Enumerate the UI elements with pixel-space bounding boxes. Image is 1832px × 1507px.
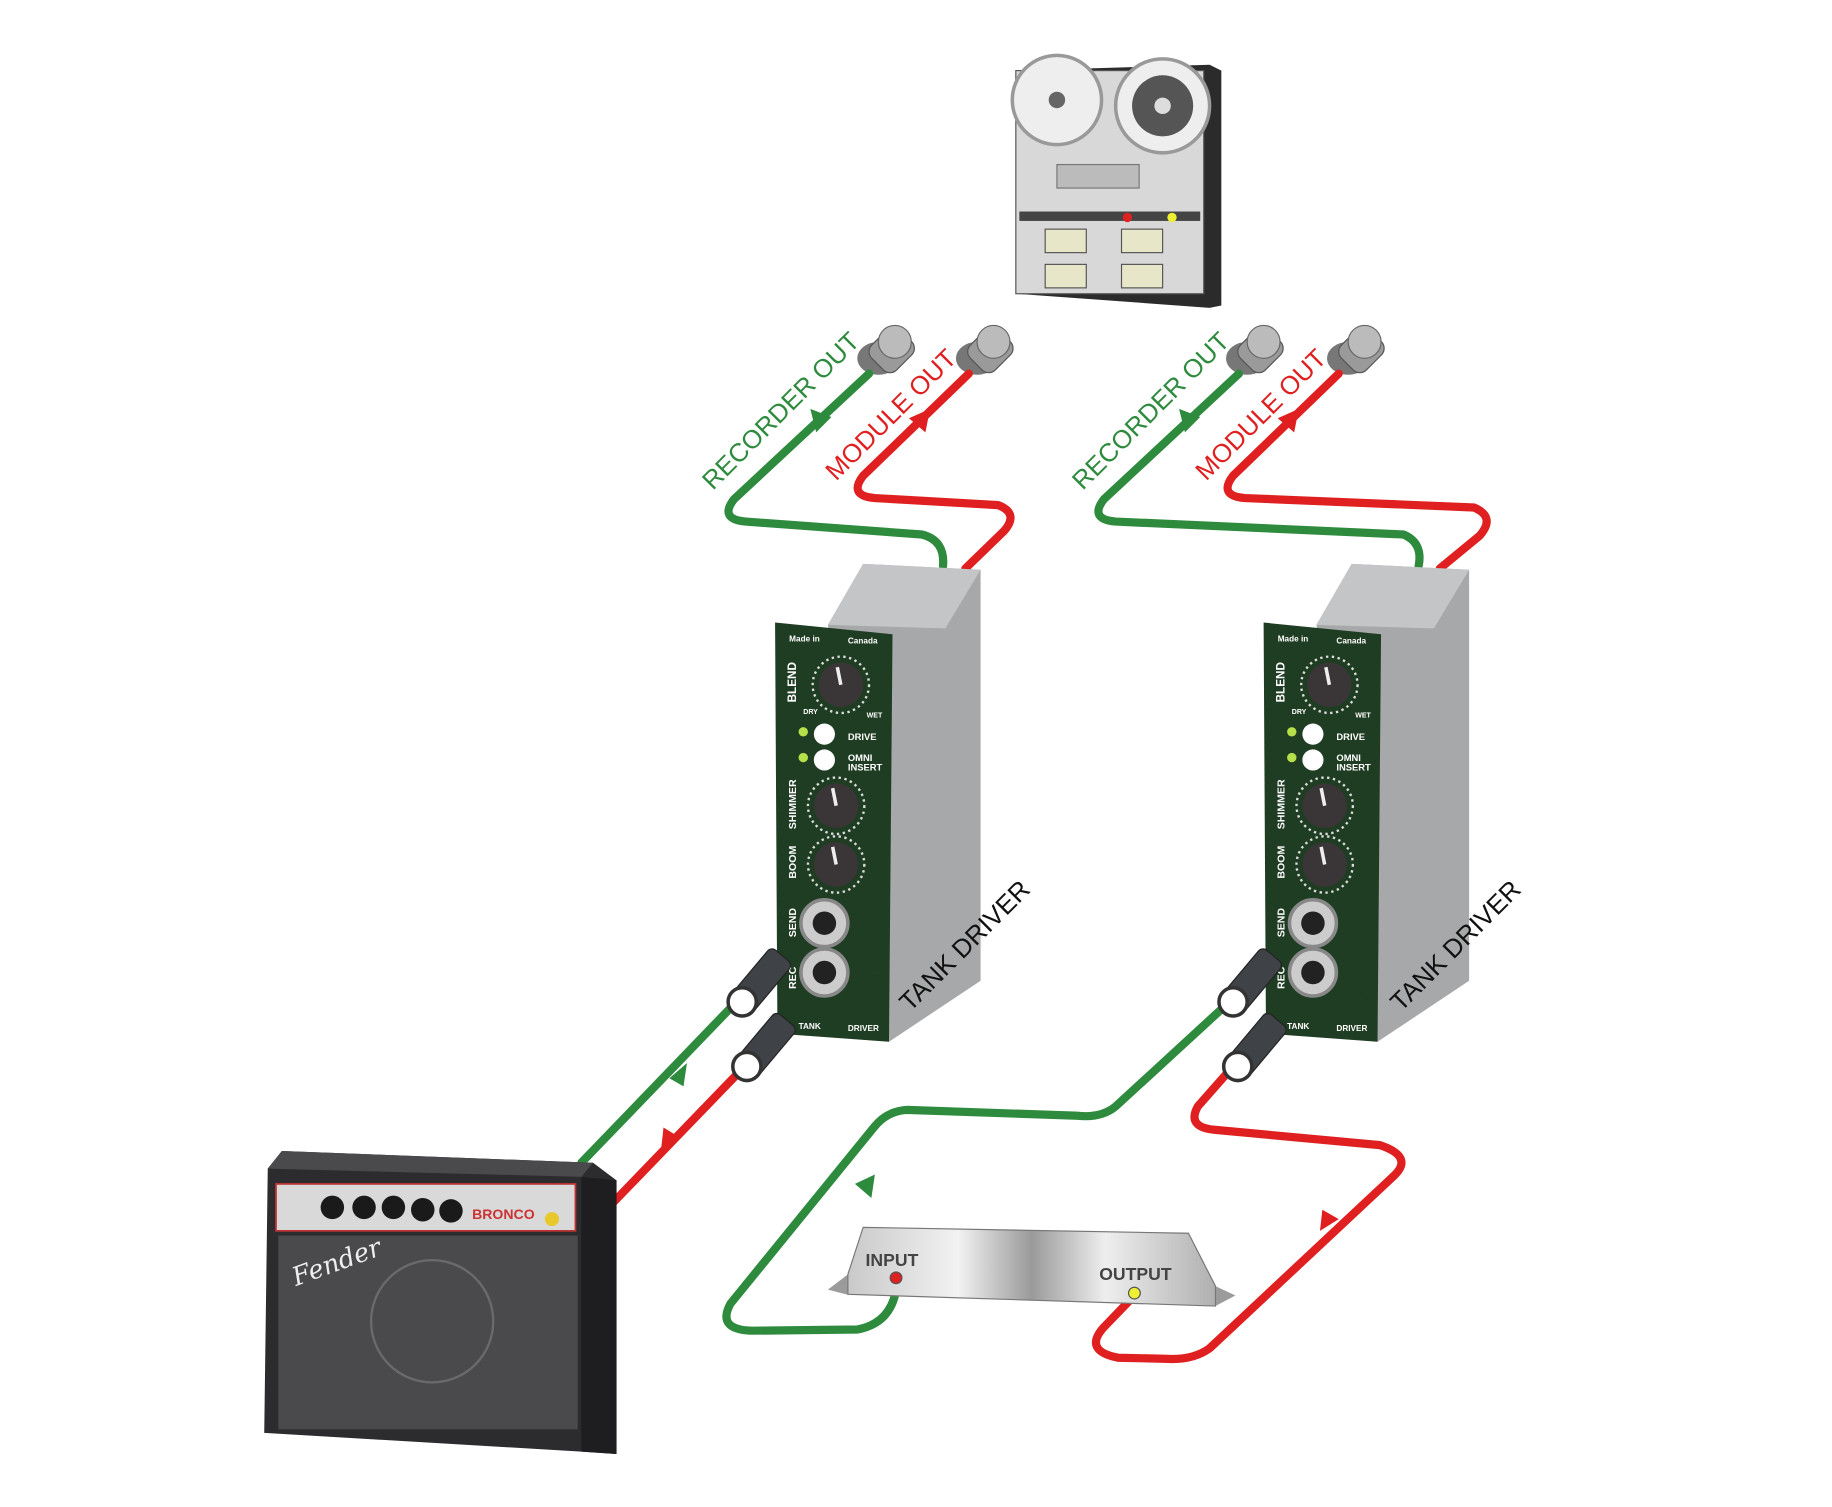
shimmer-label: SHIMMER bbox=[787, 779, 799, 829]
arrow-up-icon bbox=[908, 408, 931, 433]
guitar-amplifier: BRONCO Fender bbox=[264, 1151, 617, 1455]
send-label: SEND bbox=[787, 908, 799, 938]
omni-insert-led bbox=[798, 752, 808, 763]
omni-label: OMNI bbox=[848, 752, 872, 763]
footer-driver-text: DRIVER bbox=[1336, 1024, 1367, 1033]
radial-logo: Radial bbox=[865, 956, 888, 1016]
blend-label: BLEND bbox=[786, 662, 799, 702]
drive-led bbox=[1287, 727, 1297, 737]
blend-label: BLEND bbox=[1275, 662, 1288, 702]
arrow-down-icon bbox=[854, 1174, 875, 1198]
arrow-down-icon bbox=[1179, 408, 1201, 433]
footer-tank-text: TANK bbox=[1287, 1022, 1309, 1031]
wet-label: WET bbox=[867, 713, 883, 720]
rec-label: REC bbox=[787, 966, 799, 989]
dry-label: DRY bbox=[1292, 709, 1307, 716]
xlr-connector-module-out-1 bbox=[955, 322, 1018, 378]
boom-label: BOOM bbox=[1276, 846, 1288, 879]
return-jack[interactable] bbox=[1287, 947, 1339, 998]
made-in-text: Made in bbox=[1278, 634, 1309, 643]
cable-recorder-out-2 bbox=[1094, 369, 1424, 571]
cable-tank-output-to-return bbox=[1091, 1062, 1406, 1364]
amp-grille bbox=[278, 1235, 578, 1430]
drive-label: DRIVE bbox=[1336, 731, 1365, 742]
cable-recorder-out-1 bbox=[724, 369, 948, 571]
dry-label: DRY bbox=[803, 709, 818, 716]
cable-send-to-tank-input bbox=[722, 996, 1235, 1335]
arrow-down-icon bbox=[810, 408, 832, 433]
jack-plug-return-2 bbox=[1221, 1009, 1291, 1083]
arrow-up-icon bbox=[1319, 1209, 1339, 1231]
canada-text: Canada bbox=[848, 637, 878, 646]
reverb-tank: INPUT OUTPUT bbox=[827, 1226, 1236, 1307]
amp-knob[interactable] bbox=[352, 1195, 376, 1220]
tank-input-label: INPUT bbox=[866, 1250, 919, 1270]
insert-label: INSERT bbox=[848, 762, 883, 773]
cable-send-to-amp bbox=[577, 996, 742, 1167]
tank-driver-module-1: Made in Canada BLEND DRY WET DRIVE OMNI … bbox=[775, 563, 981, 1042]
send-label: SEND bbox=[1276, 908, 1288, 938]
footer-tank-text: TANK bbox=[799, 1022, 821, 1031]
canada-text: Canada bbox=[1336, 637, 1366, 646]
drive-switch[interactable] bbox=[1302, 723, 1324, 745]
omni-insert-led bbox=[1287, 752, 1297, 763]
xlr-connector-module-out-2 bbox=[1326, 322, 1389, 378]
tank-output-jack[interactable] bbox=[1127, 1286, 1141, 1300]
cable-module-out-2 bbox=[1223, 369, 1491, 573]
signal-arrows bbox=[661, 408, 1339, 1231]
xlr-connector-recorder-out-2 bbox=[1225, 322, 1288, 378]
rec-label: REC bbox=[1276, 966, 1288, 989]
amp-knob[interactable] bbox=[411, 1197, 435, 1222]
amp-power-light bbox=[544, 1212, 559, 1227]
tank-driver-module-2: Made in Canada BLEND DRY WET DRIVE OMNI … bbox=[1263, 563, 1470, 1042]
drive-label: DRIVE bbox=[848, 731, 877, 742]
arrow-up-icon bbox=[1277, 408, 1299, 433]
reel-to-reel-tape-recorder bbox=[1010, 53, 1222, 308]
tank-output-label: OUTPUT bbox=[1099, 1264, 1172, 1284]
tank-input-jack[interactable] bbox=[889, 1271, 903, 1285]
amp-knob[interactable] bbox=[439, 1199, 463, 1223]
arrow-down-icon bbox=[669, 1062, 687, 1087]
send-jack[interactable] bbox=[1287, 897, 1339, 949]
insert-label: INSERT bbox=[1336, 762, 1371, 773]
cable-amp-to-return bbox=[608, 1062, 749, 1207]
omni-label: OMNI bbox=[1336, 752, 1360, 763]
amp-model-label: BRONCO bbox=[472, 1206, 535, 1222]
radial-logo: Radial bbox=[1354, 956, 1377, 1016]
boom-label: BOOM bbox=[787, 846, 799, 879]
made-in-text: Made in bbox=[789, 634, 820, 643]
wet-label: WET bbox=[1355, 713, 1371, 720]
cable-module-out-1 bbox=[853, 369, 1015, 573]
amp-knob[interactable] bbox=[381, 1195, 406, 1220]
footer-driver-text: DRIVER bbox=[848, 1024, 879, 1033]
amp-speaker bbox=[369, 1259, 495, 1384]
omni-insert-switch[interactable] bbox=[813, 749, 835, 771]
drive-switch[interactable] bbox=[813, 723, 835, 745]
amp-knob[interactable] bbox=[320, 1195, 345, 1220]
shimmer-label: SHIMMER bbox=[1276, 779, 1288, 829]
send-jack[interactable] bbox=[799, 897, 850, 949]
omni-insert-switch[interactable] bbox=[1302, 749, 1324, 771]
arrow-up-icon bbox=[661, 1127, 679, 1149]
return-jack[interactable] bbox=[799, 947, 850, 998]
drive-led bbox=[798, 727, 808, 737]
jack-plug-return-1 bbox=[731, 1009, 800, 1083]
xlr-connector-recorder-out-1 bbox=[856, 322, 919, 378]
